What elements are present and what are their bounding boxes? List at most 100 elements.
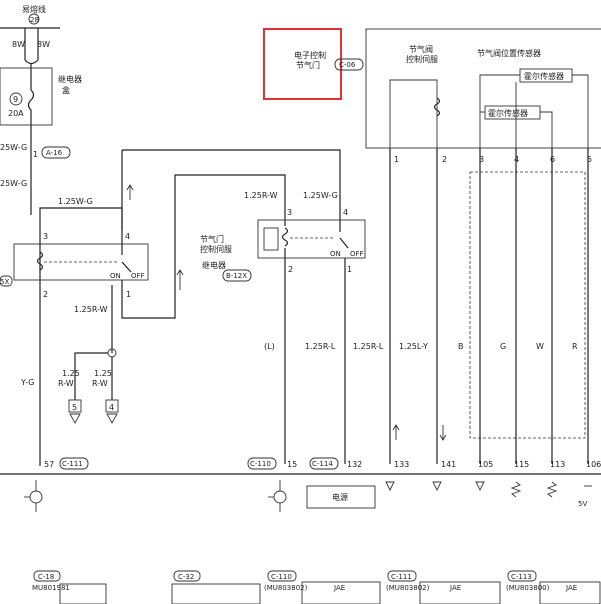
center-relay-pin2: 2 xyxy=(288,265,293,274)
wire-label: 1.25R-L xyxy=(305,342,336,351)
wire-label: (L) xyxy=(264,342,275,351)
center-label-3: 继电器 xyxy=(202,260,226,270)
diode-icon xyxy=(385,481,395,492)
left-relay-top-loop xyxy=(39,207,123,230)
bottom-pin: 115 xyxy=(514,460,529,469)
center-relay-pin1: 1 xyxy=(347,265,352,274)
ground-5-icon xyxy=(69,413,81,424)
power-label: 电源 xyxy=(332,492,348,502)
transistor-icon xyxy=(29,490,43,504)
left-tag-5x: 5X xyxy=(0,278,9,286)
conn-c111: C-111 xyxy=(62,460,83,468)
conn-c06: C-06 xyxy=(339,61,356,69)
left-relay-pin3: 3 xyxy=(43,232,48,241)
connector-c111-jae: JAE xyxy=(449,584,461,592)
resistor-icon xyxy=(510,481,522,498)
hall-2-wire-b xyxy=(540,111,553,148)
bottom-pin: 57 xyxy=(44,460,54,469)
left-wire-label-b: 25W-G xyxy=(0,179,27,188)
ground-wire-1b: R-W xyxy=(58,379,74,388)
wire-label: G xyxy=(500,342,506,351)
bottom-pin: 113 xyxy=(550,460,565,469)
wire-label-row: (L) 1.25R-L 1.25R-L 1.25L-Y B G W R xyxy=(264,342,578,351)
connector-footer: C-18 MU801981 C-32 C-110 (MU803802) JAE … xyxy=(32,570,601,604)
relay-box-fuse-circle xyxy=(9,92,23,106)
connector-c32-badge xyxy=(173,570,201,582)
ecu-highlight-box xyxy=(263,28,342,100)
left-relay-coil xyxy=(36,251,44,271)
conn-c06-badge xyxy=(334,58,364,71)
conn-a16: A-16 xyxy=(46,149,63,157)
hall-1-wire-a xyxy=(479,74,520,148)
relay-box-frame xyxy=(0,67,53,126)
fuse-joint xyxy=(24,59,39,65)
hall-sensor-1-box xyxy=(519,68,573,83)
ground-wire-1: 1.25 xyxy=(62,369,80,378)
ground-wire-2: 1.25 xyxy=(94,369,112,378)
ecu-label-1: 电子控制 xyxy=(294,50,326,60)
connector-c18-badge xyxy=(33,570,61,582)
left-relay-switch xyxy=(121,261,132,273)
ground-4-icon xyxy=(106,413,118,424)
ground-branch-left xyxy=(74,352,108,400)
left-relay-frame xyxy=(13,243,149,281)
ecu-pin: 5 xyxy=(587,155,592,164)
wire-label: 1.25L-Y xyxy=(399,342,428,351)
servo-label-2: 控制伺服 xyxy=(406,54,438,64)
connector-c113-face xyxy=(539,581,601,604)
left-relay-pin1: 1 xyxy=(126,290,131,299)
hall-sensor-1: 霍尔传感器 xyxy=(524,71,564,81)
conn-c111-badge xyxy=(59,457,89,470)
bottom-pin: 132 xyxy=(347,460,362,469)
connector-c111-face xyxy=(419,581,501,604)
connector-c32-face xyxy=(171,583,261,604)
fusible-link-number-circle xyxy=(28,13,40,25)
left-wire-label-a: 25W-G xyxy=(0,143,27,152)
ecu-label-2: 节气门 xyxy=(296,60,320,70)
ground-terminal-4-box xyxy=(105,399,119,413)
relay-box-fuse-number: 9 xyxy=(13,95,18,104)
arrow-down-2-head xyxy=(439,434,447,441)
ecu-pin-row: 1 2 3 4 6 5 xyxy=(394,155,592,164)
conn-b12x-badge xyxy=(222,269,252,282)
conn-a16-badge xyxy=(41,146,71,159)
connector-c110-jae: JAE xyxy=(333,584,345,592)
hall-1-wire-b xyxy=(572,74,589,148)
left-wire-yg: Y-G xyxy=(20,378,34,387)
fuse-wire-right: 8W xyxy=(37,40,50,49)
shield-dashed-box xyxy=(469,171,586,439)
arrow-up-left-head xyxy=(126,184,134,191)
center-relay-coil-box xyxy=(263,227,279,251)
center-relay-pin4: 4 xyxy=(343,208,348,217)
wire-label: 1.25R-L xyxy=(353,342,384,351)
conn-c114-badge xyxy=(309,457,339,470)
bottom-pin: 105 xyxy=(478,460,493,469)
connector-c110-badge xyxy=(267,570,297,582)
connector-c111-badge xyxy=(387,570,417,582)
center-relay-on: ON xyxy=(330,250,341,258)
center-relay-wire-right: 1.25W-G xyxy=(303,191,338,200)
connector-c113: C-113 xyxy=(511,573,532,581)
conn-c110: C-110 xyxy=(250,460,271,468)
connector-c18-face xyxy=(59,583,107,604)
center-label-2: 控制伺服 xyxy=(200,244,232,254)
left-relay-wire-top: 1.25W-G xyxy=(58,197,93,206)
wire-label: W xyxy=(536,342,544,351)
arrow-up-1-head xyxy=(392,424,400,431)
arrow-up-mid-head xyxy=(176,269,184,276)
left-relay-off: OFF xyxy=(131,272,145,280)
left-pin-1: 1 xyxy=(33,150,38,159)
left-relay-wire-r: 1.25R-W xyxy=(74,305,108,314)
conn-c114: C-114 xyxy=(312,460,333,468)
center-relay-wire-left: 1.25R-W xyxy=(244,191,278,200)
relay-box-title-2: 盒 xyxy=(62,85,70,95)
ground-terminal-5: 5 xyxy=(72,403,77,412)
center-relay-coil xyxy=(281,210,289,464)
servo-label-1: 节气阀 xyxy=(409,44,433,54)
left-relay-on: ON xyxy=(110,272,121,280)
ground-wire-2b: R-W xyxy=(92,379,108,388)
conn-b12x: B-12X xyxy=(226,272,247,280)
connector-c110-code: (MU803802) xyxy=(264,584,308,592)
left-relay-pin2: 2 xyxy=(43,290,48,299)
